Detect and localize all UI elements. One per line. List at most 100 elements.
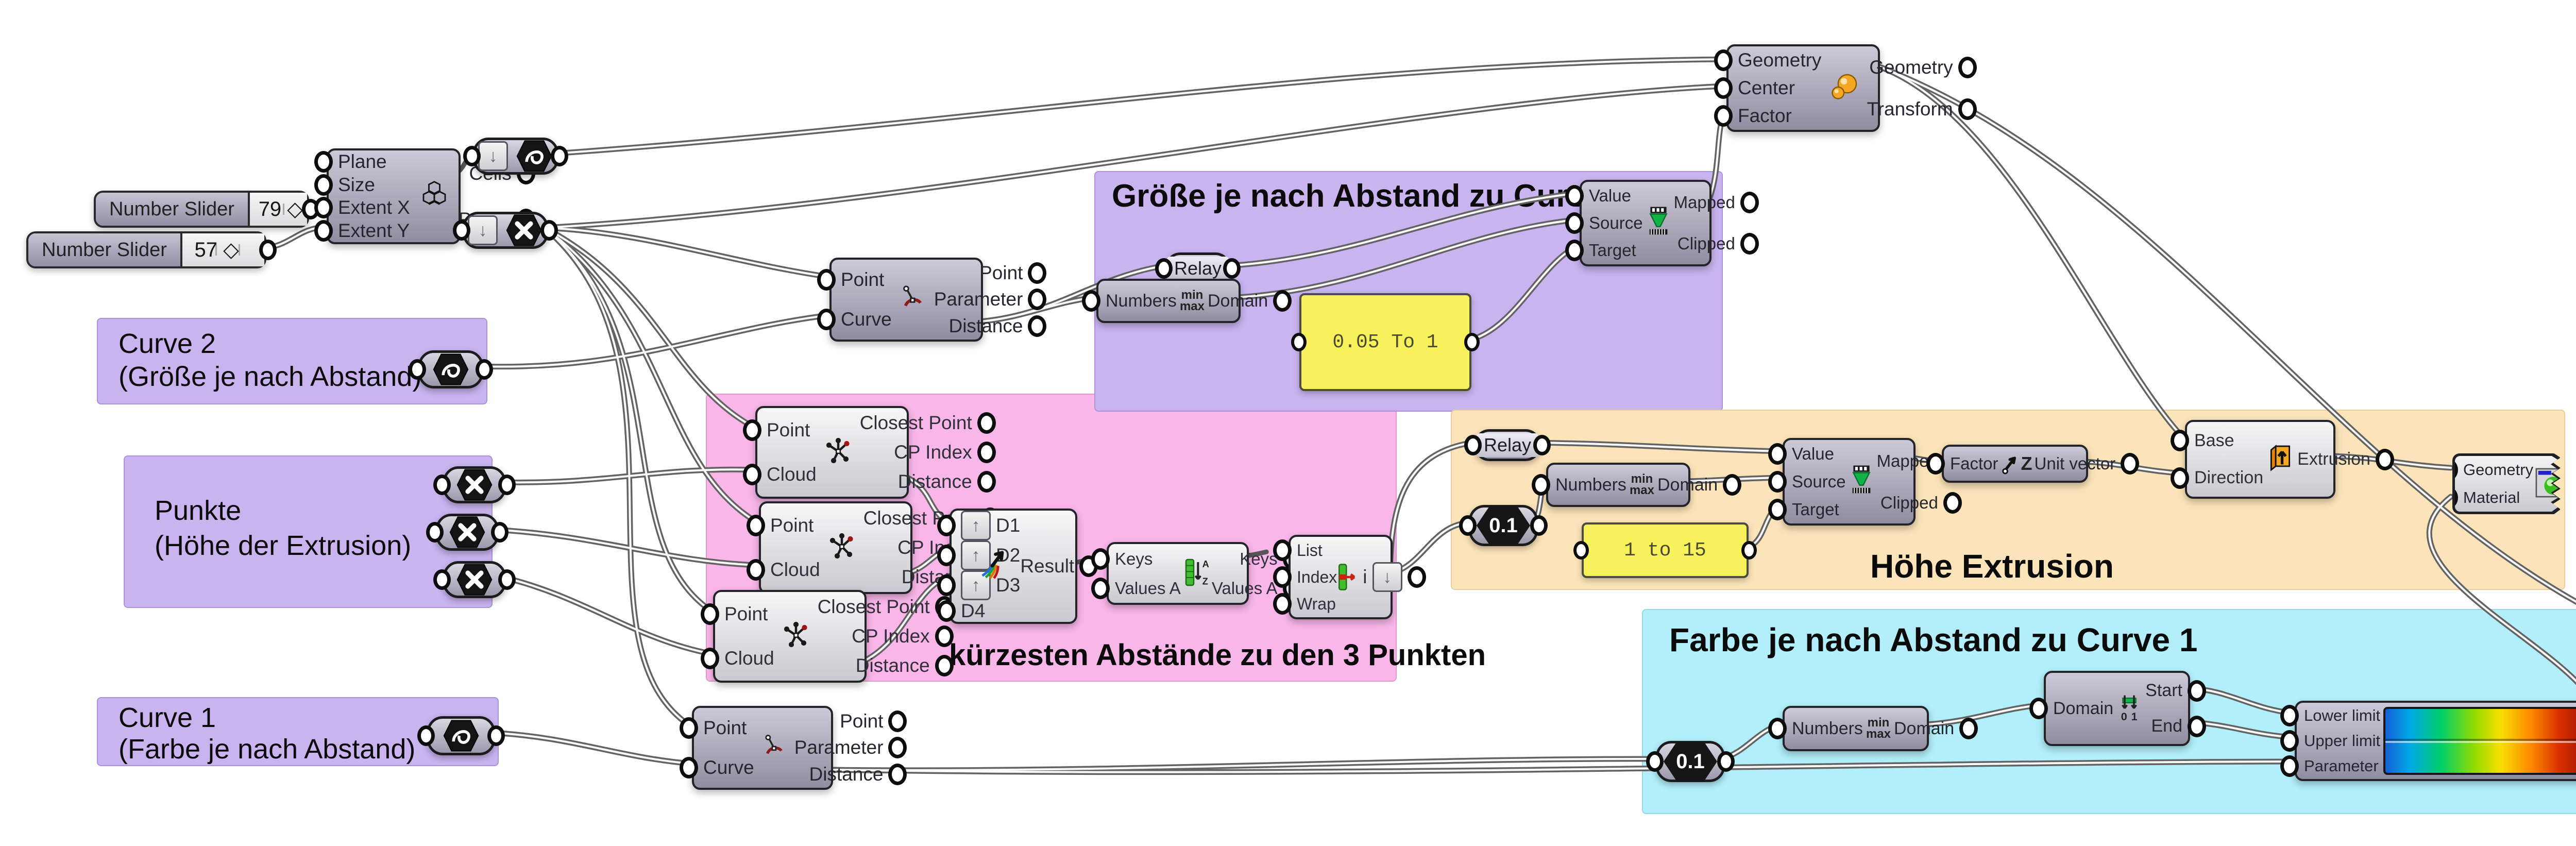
preview-input-material: Material: [2463, 488, 2520, 506]
ccp-output-parameter: Parameter: [794, 737, 884, 758]
graft-icon: ↑: [961, 511, 991, 540]
unitz-input-factor: Factor: [1950, 454, 1998, 473]
grid-input-extent-x: Extent X: [338, 197, 410, 218]
gradient-component[interactable]: Lower limit Upper limit Parameter: [2295, 701, 2576, 781]
svg-text:A: A: [1202, 559, 1209, 569]
gradient-input-upper: Upper limit: [2304, 731, 2381, 750]
punkt-param-2[interactable]: [436, 514, 499, 551]
curve-closest-point-icon: [760, 733, 788, 763]
group-curve1-title-line1: Curve 1: [118, 702, 216, 733]
group-curve1-title-line2: (Farbe je nach Abstand): [118, 734, 416, 765]
curve1-param[interactable]: [427, 716, 495, 755]
group-shortest-title: kürzesten Abstände zu den 3 Punkten: [949, 638, 1486, 672]
unit-z-icon: Z: [2001, 452, 2032, 475]
relay-height[interactable]: Relay: [1474, 429, 1541, 461]
bounds-input-numbers: Numbers: [1106, 291, 1177, 311]
number-0.1-icon: 0.1: [1664, 741, 1717, 782]
extrude-input-base: Base: [2194, 430, 2234, 450]
sort-input-values: Values A: [1115, 578, 1181, 598]
cp-input-cloud: Cloud: [767, 464, 817, 485]
closest-point-3[interactable]: Point Cloud Closest Point CP Index Dista…: [713, 590, 930, 683]
cp-output-closest-point: Closest Point: [817, 596, 930, 617]
curve-closest-point-icon: [898, 283, 928, 316]
number-slider-extent-x[interactable]: Number Slider 79 ◇: [94, 191, 309, 228]
panel-domain-size[interactable]: 0.05 To 1: [1299, 293, 1471, 391]
remap-size[interactable]: Value Source Target Mapped Clipped: [1580, 180, 1735, 266]
remap-input-value: Value: [1589, 185, 1631, 205]
merge-component[interactable]: ↑D1 ↑D2 ↑D3 D4 Result: [950, 509, 1077, 624]
merge-input-d1: ↑D1: [961, 511, 1020, 540]
slider-track[interactable]: 79 ◇: [249, 193, 307, 226]
closest-point-2[interactable]: Point Cloud Closest Point CP Index Dista…: [759, 501, 976, 594]
scale-output-transform: Transform: [1867, 98, 1953, 120]
cp-output-distance: Distance: [855, 655, 930, 676]
custom-preview-extrusion[interactable]: Geometry Material: [2452, 453, 2561, 514]
remap-output-clipped: Clipped: [1880, 493, 1938, 512]
group-curve2-title-line1: Curve 2: [118, 328, 216, 359]
slider-track[interactable]: 57 ◇: [182, 233, 264, 266]
bounds-output-domain: Domain: [1207, 291, 1268, 311]
cp-input-point: Point: [724, 603, 768, 624]
factor-0-1-color[interactable]: 0.1: [1656, 741, 1725, 782]
cp-output-closest-point: Closest Point: [859, 412, 972, 433]
closest-point-1[interactable]: Point Cloud Closest Point CP Index Dista…: [755, 406, 972, 499]
ccp-input-point: Point: [703, 717, 747, 738]
sort-list-component[interactable]: Keys Values A A Z Keys Values A: [1107, 542, 1278, 605]
curve-closest-point-bottom[interactable]: Point Curve Point Parameter Distance: [692, 706, 883, 790]
sort-output-values: Values A: [1211, 578, 1278, 598]
number-slider-extent-y[interactable]: Number Slider 57 ◇: [26, 231, 266, 268]
curve-closest-point-top[interactable]: Point Curve Point Parameter Distance: [829, 258, 1023, 342]
curve-icon: [516, 140, 552, 172]
curve-param-flattened[interactable]: ↓: [473, 138, 558, 175]
point-x-icon: [449, 516, 485, 548]
svg-text:1: 1: [2131, 710, 2138, 722]
hex-grid-component[interactable]: Plane Size Extent X Extent Y Cells Point…: [327, 148, 512, 244]
unit-z-component[interactable]: Factor Z Unit vector: [1942, 445, 2115, 483]
list-item-component[interactable]: List Index Wrap i ↓: [1289, 535, 1402, 619]
punkt-param-1[interactable]: [443, 466, 506, 503]
scale-component[interactable]: Geometry Center Factor Geometry Transfor…: [1726, 44, 1953, 132]
panel-domain-height[interactable]: 1 to 15: [1582, 522, 1749, 578]
unitz-output-vector: Unit vector: [2034, 454, 2116, 473]
curve2-param[interactable]: [418, 350, 483, 388]
decon-output-start: Start: [2145, 681, 2182, 700]
merge-input-d3: ↑D3: [961, 570, 1020, 600]
grid-input-plane: Plane: [338, 151, 387, 173]
bounds-output-domain: Domain: [1893, 718, 1955, 738]
scale-input-factor: Factor: [1738, 105, 1792, 126]
sort-output-keys: Keys: [1240, 549, 1278, 568]
group-hoehe-title: Höhe Extrusion: [1870, 548, 2114, 585]
curve-icon: [433, 353, 469, 385]
list-item-icon: [1338, 564, 1355, 590]
gradient-bar[interactable]: [2383, 707, 2576, 775]
merge-input-d4: D4: [961, 600, 986, 621]
ccp-input-curve: Curve: [841, 309, 892, 330]
closest-point-icon: [781, 620, 811, 653]
group-punkte-title-line1: Punkte: [155, 495, 242, 526]
extrude-output-extrusion: Extrusion: [2297, 449, 2370, 469]
factor-0-1-height[interactable]: 0.1: [1469, 505, 1538, 546]
deconstruct-domain[interactable]: Domain 0 1 Start End: [2044, 671, 2190, 746]
punkt-param-3[interactable]: [443, 561, 506, 598]
point-x-icon: [456, 564, 493, 596]
point-param-flattened[interactable]: ↓: [463, 212, 548, 249]
extrude-component[interactable]: Base Direction Extrusion: [2185, 420, 2370, 499]
remap-height[interactable]: Value Source Target Mapped Clipped: [1783, 438, 1938, 526]
slider-value: 57 ◇: [194, 239, 239, 261]
hex-grid-icon: [416, 177, 452, 216]
group-farbe-title: Farbe je nach Abstand zu Curve 1: [1669, 621, 2198, 658]
ccp-input-point: Point: [841, 268, 885, 290]
cp-output-cp-index: CP Index: [852, 625, 930, 647]
ccp-output-point: Point: [840, 710, 884, 732]
flatten-icon: ↓: [1372, 562, 1402, 592]
grid-input-extent-y: Extent Y: [338, 219, 410, 241]
point-x-icon: [456, 469, 493, 501]
extrude-icon: [2266, 443, 2294, 476]
decon-input-domain: Domain: [2053, 698, 2114, 718]
